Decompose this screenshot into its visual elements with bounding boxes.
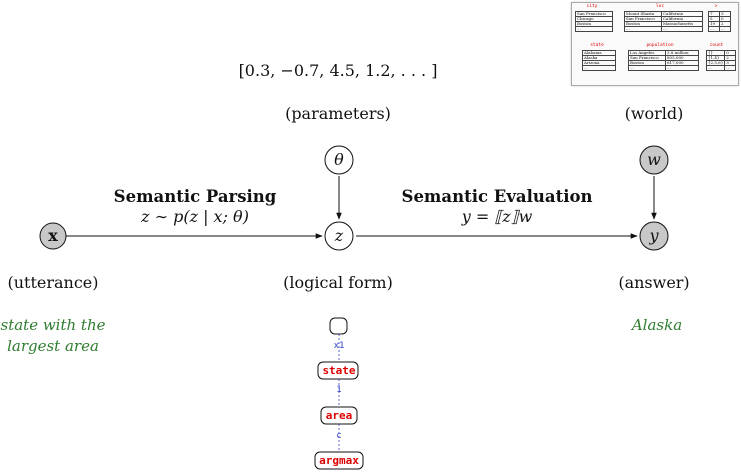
db-table-cell: ... bbox=[628, 65, 666, 71]
node-w bbox=[639, 145, 669, 175]
db-table-row: ...... bbox=[708, 26, 731, 32]
db-table-cell: ... bbox=[724, 65, 737, 71]
db-table-row: ...... bbox=[624, 26, 703, 32]
db-table-title-: > bbox=[714, 4, 718, 9]
db-table-row: ... bbox=[575, 26, 613, 32]
db-table-row: {2,5,6}3 bbox=[705, 60, 737, 66]
semantic-parsing-formula: z ∼ p(z | x; θ) bbox=[141, 207, 249, 226]
lf-node-state bbox=[317, 361, 359, 380]
db-table-cell: ... bbox=[624, 26, 662, 32]
example-answer: Alaska bbox=[631, 316, 683, 334]
label-world: (world) bbox=[624, 104, 684, 123]
db-table-cell: ... bbox=[708, 26, 720, 32]
db-table-cell: ... bbox=[661, 26, 703, 32]
label-answer: (answer) bbox=[618, 273, 690, 292]
node-y bbox=[639, 221, 669, 251]
db-table-row: {}0 bbox=[705, 50, 737, 56]
example-utterance-line-1: state with the bbox=[0, 316, 106, 334]
node-x-label: x bbox=[48, 226, 58, 245]
lf-node-argmax bbox=[314, 451, 364, 470]
node-theta-label: θ bbox=[334, 150, 344, 169]
parameters-vector: [0.3, −0.7, 4.5, 1.2, . . . ] bbox=[238, 61, 438, 80]
db-table-cell: ... bbox=[582, 65, 616, 71]
lf-edge-label-1: x1 bbox=[333, 341, 345, 351]
db-table-cell: ... bbox=[705, 65, 726, 71]
db-table-cell: ... bbox=[719, 26, 731, 32]
db-table-title-loc: loc bbox=[655, 4, 665, 9]
db-table-row: ... bbox=[582, 65, 616, 71]
lf-node-label-state: state bbox=[322, 364, 356, 377]
db-table-cell: ... bbox=[575, 26, 613, 32]
node-x bbox=[39, 222, 67, 250]
lf-edge-label-3: c bbox=[336, 431, 342, 441]
node-z-label: z bbox=[334, 226, 344, 245]
db-table-cell: ... bbox=[665, 65, 699, 71]
semantic-evaluation-formula: y = ⟦z⟧w bbox=[461, 207, 533, 226]
example-utterance-line-2: largest area bbox=[7, 337, 99, 355]
semantic-parsing-title: Semantic Parsing bbox=[113, 187, 277, 206]
db-table-title-count: count bbox=[709, 43, 724, 48]
semantic-evaluation-title: Semantic Evaluation bbox=[401, 187, 593, 206]
label-parameters: (parameters) bbox=[285, 104, 391, 123]
label-logical-form: (logical form) bbox=[283, 273, 393, 292]
db-table-row: ...... bbox=[628, 65, 699, 71]
example-utterance: state with the largest area bbox=[1, 315, 106, 357]
db-table-title-state: state bbox=[590, 43, 604, 48]
db-table-title-city: city bbox=[586, 4, 598, 9]
node-z bbox=[324, 221, 354, 251]
lf-root-node bbox=[329, 317, 348, 335]
db-table-title-population: population bbox=[646, 43, 674, 48]
lf-node-label-argmax: argmax bbox=[319, 454, 359, 467]
lf-node-label-area: area bbox=[325, 409, 353, 422]
lf-edge-label-2: 1 bbox=[336, 385, 342, 395]
label-utterance: (utterance) bbox=[7, 273, 99, 292]
node-theta bbox=[324, 145, 354, 175]
db-table-row: ...... bbox=[705, 65, 737, 71]
node-y-label: y bbox=[649, 226, 659, 245]
node-w-label: w bbox=[647, 150, 661, 169]
db-table: {}0{1,4}2{2,5,6}3...... bbox=[705, 50, 737, 71]
